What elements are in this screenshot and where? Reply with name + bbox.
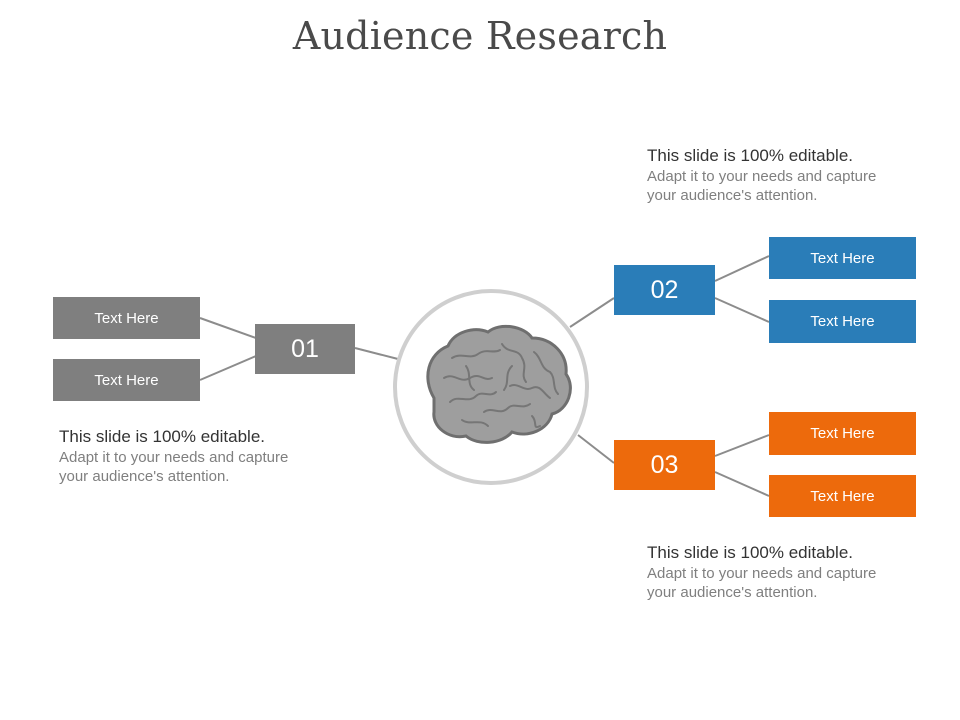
item-03-b[interactable]: Text Here bbox=[769, 475, 916, 517]
item-01-b[interactable]: Text Here bbox=[53, 359, 200, 401]
number-box-03: 03 bbox=[614, 440, 715, 490]
item-02-b[interactable]: Text Here bbox=[769, 300, 916, 343]
number-box-01: 01 bbox=[255, 324, 355, 374]
note-01-body: Adapt it to your needs and capture your … bbox=[59, 449, 289, 485]
connector-02-item1 bbox=[714, 255, 770, 282]
connector-brain-02 bbox=[569, 297, 615, 328]
note-02-body: Adapt it to your needs and capture your … bbox=[647, 168, 877, 204]
connector-01-item2 bbox=[199, 355, 257, 381]
item-02-a[interactable]: Text Here bbox=[769, 237, 916, 279]
note-03-heading: This slide is 100% editable. bbox=[647, 543, 854, 562]
note-02: This slide is 100% editable. Adapt it to… bbox=[647, 145, 897, 205]
note-02-heading: This slide is 100% editable. bbox=[647, 146, 854, 165]
number-box-02: 02 bbox=[614, 265, 715, 315]
note-01: This slide is 100% editable. Adapt it to… bbox=[59, 426, 309, 486]
connector-01-item1 bbox=[199, 317, 257, 339]
note-03-body: Adapt it to your needs and capture your … bbox=[647, 565, 877, 601]
brain-circle bbox=[392, 288, 590, 486]
brain-icon bbox=[426, 324, 572, 444]
connector-02-item2 bbox=[714, 297, 770, 323]
note-03: This slide is 100% editable. Adapt it to… bbox=[647, 542, 897, 602]
connector-03-item1 bbox=[714, 434, 770, 457]
connector-03-item2 bbox=[714, 471, 770, 497]
item-03-a[interactable]: Text Here bbox=[769, 412, 916, 455]
connector-brain-03 bbox=[577, 434, 615, 464]
slide-title: Audience Research bbox=[292, 14, 668, 58]
connector-01-brain bbox=[354, 347, 399, 360]
item-01-a[interactable]: Text Here bbox=[53, 297, 200, 339]
note-01-heading: This slide is 100% editable. bbox=[59, 427, 266, 446]
